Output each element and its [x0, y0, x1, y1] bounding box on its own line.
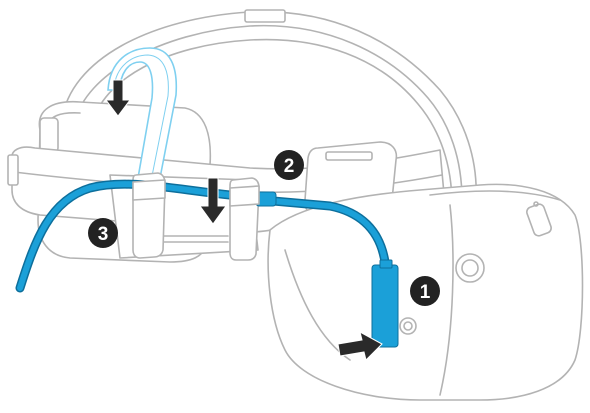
- step-badge-2: 2: [274, 150, 304, 180]
- keeper-lip-right: [229, 185, 260, 207]
- step-badge-1: 1: [410, 276, 440, 306]
- front-sensor-outer: [455, 253, 485, 283]
- step-number-2: 2: [284, 156, 295, 177]
- keeper-lip-left: [132, 179, 166, 201]
- arrow-insert-plug: [337, 331, 383, 361]
- arrow-down-keeper: [199, 177, 227, 225]
- front-sensor-inner: [461, 259, 479, 277]
- arrow-down-loop: [105, 79, 131, 117]
- step-number-3: 3: [98, 224, 109, 245]
- audio-jack: [399, 317, 417, 335]
- strap-clip: [244, 9, 286, 23]
- step-badge-3: 3: [88, 218, 118, 248]
- step-number-1: 1: [420, 282, 431, 303]
